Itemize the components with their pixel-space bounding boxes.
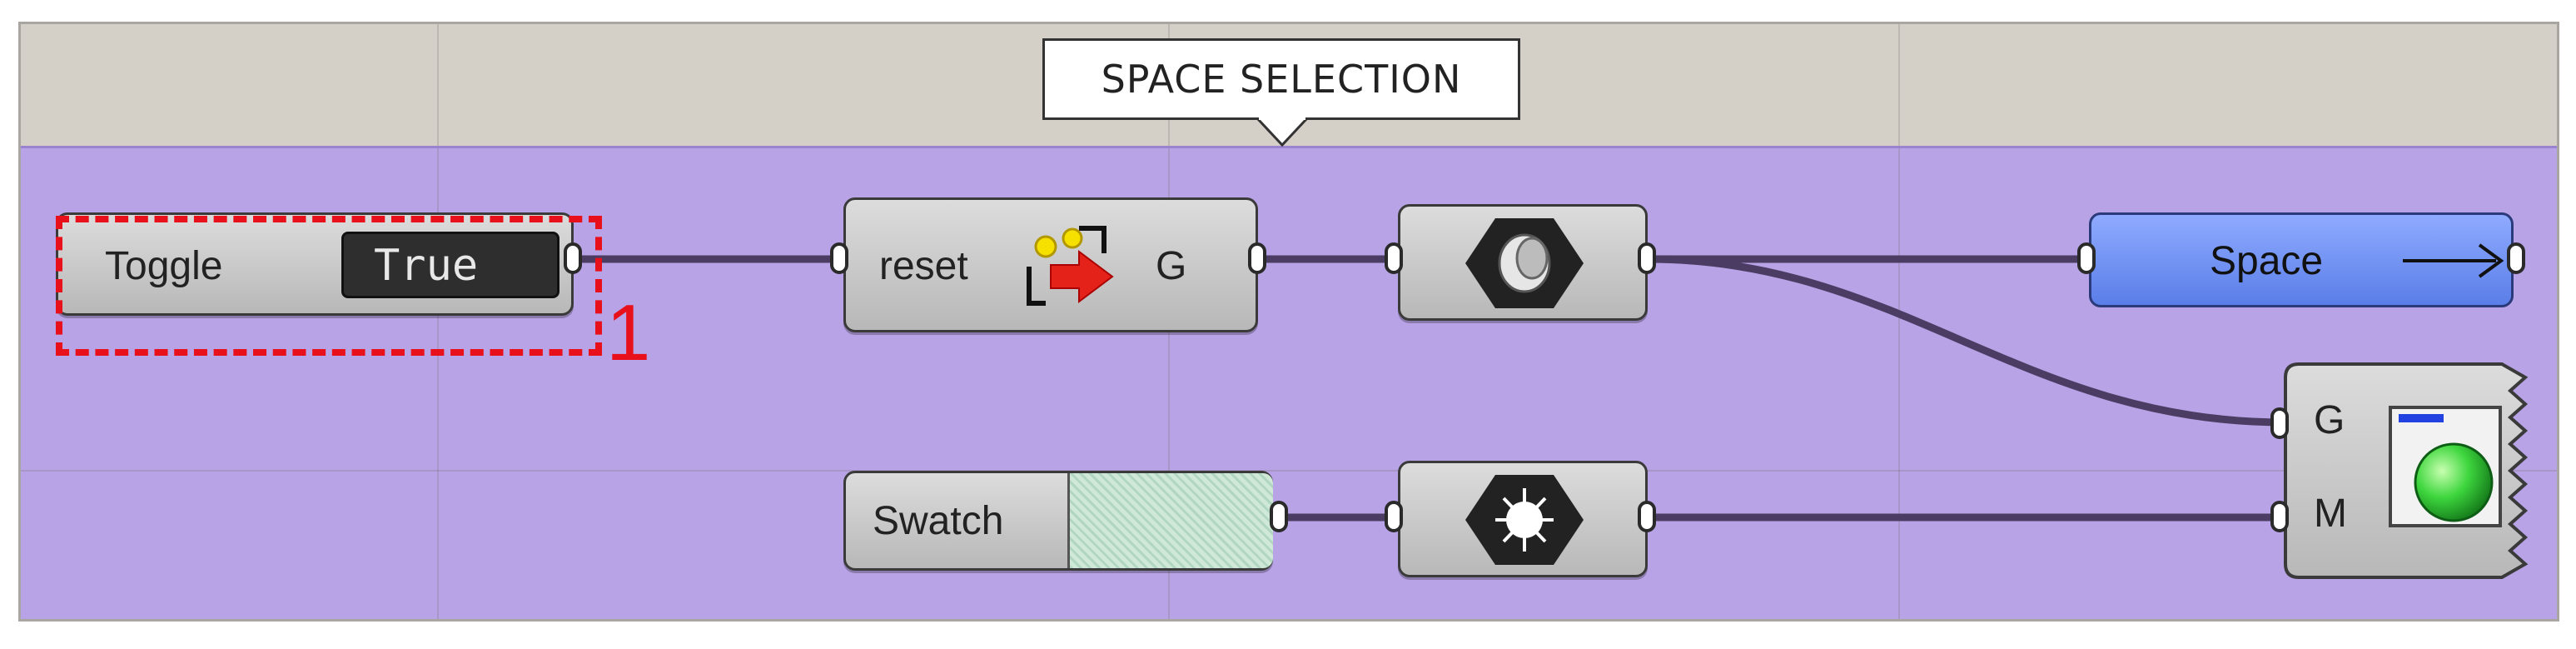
space-output-port[interactable] xyxy=(2507,242,2525,274)
group-gridline xyxy=(1898,148,1900,619)
colour-output-port[interactable] xyxy=(1638,501,1656,532)
colour-param-icon xyxy=(1465,475,1584,565)
swatch-label: Swatch xyxy=(873,499,1004,543)
step-marker: 1 xyxy=(606,288,651,377)
preview-input-g-port[interactable] xyxy=(2270,407,2289,439)
group-gridline xyxy=(21,470,2557,472)
custom-preview-icon xyxy=(2389,406,2502,527)
geometry-param-icon xyxy=(1465,218,1584,308)
toggle-highlight-box xyxy=(56,216,602,356)
colour-param-component[interactable] xyxy=(1398,461,1648,577)
geometry-param-component[interactable] xyxy=(1398,204,1648,321)
toggle-value: True xyxy=(374,241,479,291)
group-gridline xyxy=(1168,148,1170,619)
swatch-component[interactable]: Swatch xyxy=(843,471,1273,571)
swatch-output-port[interactable] xyxy=(1270,501,1288,532)
wire-geometry-preview xyxy=(1644,255,2290,427)
space-panel-label: Space xyxy=(2210,239,2324,283)
arrow-right-icon xyxy=(2403,243,2504,278)
reset-output-label: G xyxy=(1156,244,1187,288)
group-label-text: SPACE SELECTION xyxy=(1101,57,1462,102)
custom-preview-component[interactable]: G M xyxy=(2284,362,2534,579)
geometry-input-port[interactable] xyxy=(1385,242,1403,274)
preview-input-m-label: M xyxy=(2314,492,2347,536)
wires-layer xyxy=(576,255,2290,522)
reset-input-port[interactable] xyxy=(830,242,848,274)
space-panel[interactable]: Space xyxy=(2089,212,2514,307)
toggle-label: Toggle xyxy=(105,244,223,288)
toggle-output-port[interactable] xyxy=(564,242,582,274)
colour-input-port[interactable] xyxy=(1385,501,1403,532)
reset-input-label: reset xyxy=(879,244,968,288)
reset-component[interactable]: reset G xyxy=(843,197,1258,332)
geometry-output-port[interactable] xyxy=(1638,242,1656,274)
space-input-port[interactable] xyxy=(2077,242,2096,274)
group-gridline xyxy=(437,148,439,619)
swatch-colour-box[interactable] xyxy=(1067,473,1273,568)
toggle-component[interactable]: Toggle True xyxy=(56,212,574,316)
group-label-pointer xyxy=(1256,117,1309,147)
reset-geometry-icon xyxy=(1027,226,1114,306)
group-label-tag: SPACE SELECTION xyxy=(1042,38,1520,120)
toggle-value-box[interactable]: True xyxy=(341,232,559,298)
preview-input-g-label: G xyxy=(2314,398,2345,442)
reset-output-port[interactable] xyxy=(1248,242,1266,274)
preview-input-m-port[interactable] xyxy=(2270,501,2289,532)
